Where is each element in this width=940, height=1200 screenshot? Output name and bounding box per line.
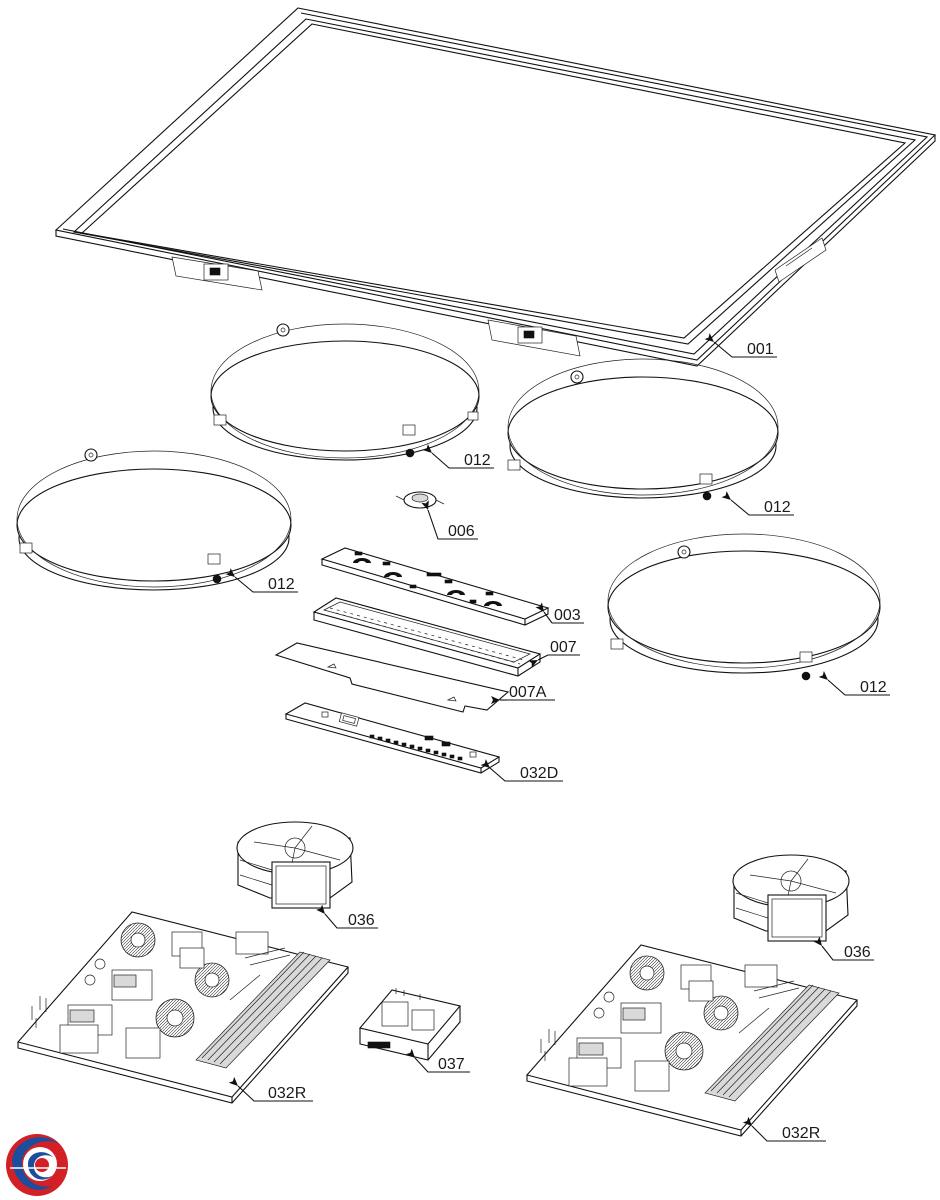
pcb-support-frame-007 [312, 597, 542, 677]
induction-coil-012-top [210, 323, 480, 461]
control-board-003 [320, 547, 550, 626]
leader-036-left [316, 904, 346, 929]
label-012-right: 012 [764, 499, 791, 516]
leader-012-left [225, 568, 266, 593]
label-001: 001 [747, 341, 774, 358]
part-labels: 001 012 012 012 012 006 003 007 007A 032… [268, 341, 887, 1142]
cooling-fan-036-left [236, 821, 354, 909]
power-board-032r-left [16, 911, 350, 1104]
label-003: 003 [554, 607, 581, 624]
label-012-bottom-right: 012 [860, 679, 887, 696]
leader-001 [704, 333, 745, 358]
leader-007 [528, 654, 549, 668]
label-007a: 007A [509, 684, 547, 701]
brand-swirl-logo-icon [6, 1134, 68, 1196]
leader-lines [225, 333, 890, 1142]
label-037: 037 [438, 1056, 465, 1073]
label-032d: 032D [520, 765, 558, 782]
leader-032d [480, 759, 518, 782]
label-007: 007 [550, 639, 577, 656]
label-032r-right: 032R [782, 1125, 820, 1142]
label-006: 006 [448, 523, 475, 540]
temperature-sensor-006 [395, 491, 445, 509]
leader-036-right [813, 936, 842, 961]
label-036-left: 036 [348, 912, 375, 929]
induction-coil-012-right [507, 358, 779, 501]
leader-012-right [721, 491, 762, 516]
leader-006 [421, 500, 446, 540]
label-032r-left: 032R [268, 1085, 306, 1102]
display-board-032d [284, 702, 501, 774]
leader-012-bottom-right [818, 671, 858, 696]
leader-037 [405, 1048, 436, 1073]
label-012-top: 012 [464, 452, 491, 469]
leader-012-top [422, 444, 462, 469]
filter-module-037 [359, 988, 461, 1061]
glass-top-frame-001 [54, 7, 937, 367]
insulation-foil-007a [274, 642, 510, 713]
power-board-032r-right [525, 944, 859, 1137]
induction-coil-012-bottom-right [607, 533, 881, 681]
induction-coil-012-left [16, 448, 292, 591]
cooling-fan-036-right [732, 854, 850, 942]
label-012-left: 012 [268, 576, 295, 593]
label-036-right: 036 [844, 944, 871, 961]
leader-032r-left [228, 1076, 266, 1102]
leader-003 [535, 602, 553, 624]
leader-032r-right [742, 1116, 780, 1142]
